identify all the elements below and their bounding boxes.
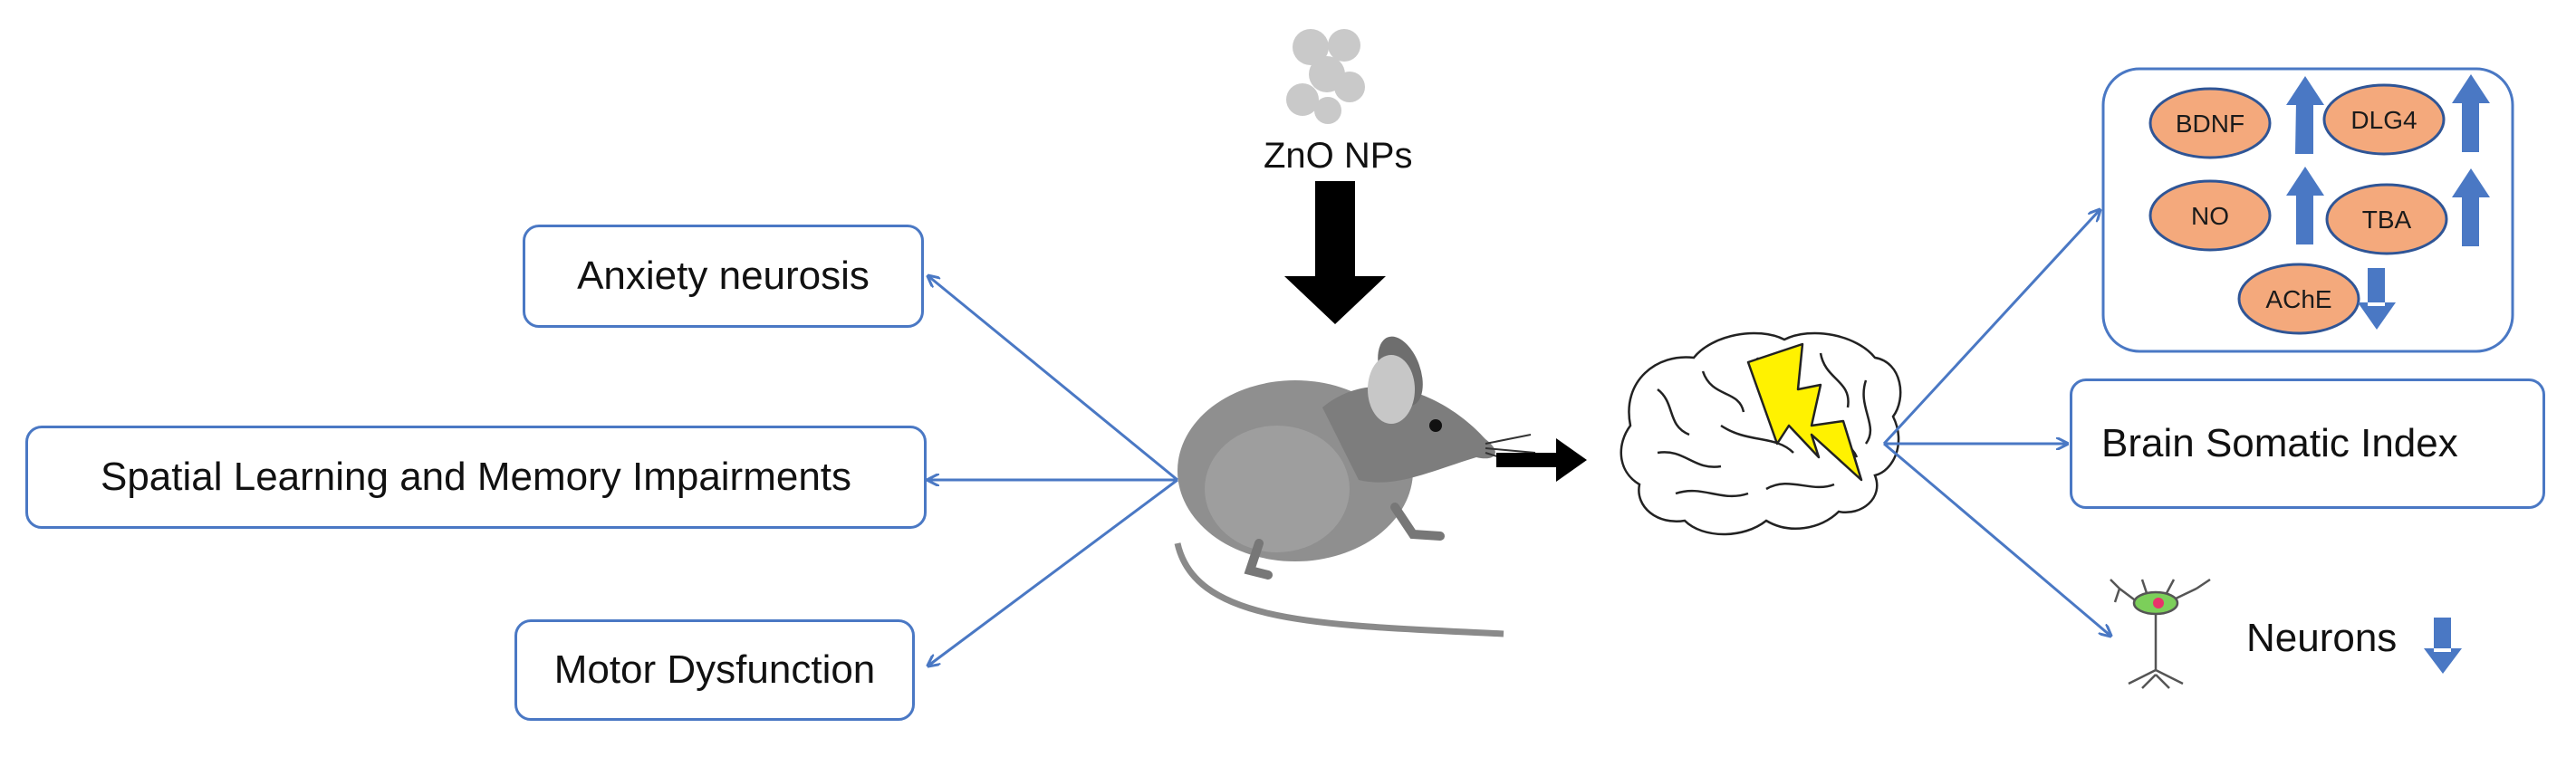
exposure-label: ZnO NPs — [1264, 136, 1413, 176]
arrow-to-motor — [928, 478, 1178, 666]
up-arrow-icon — [2452, 74, 2490, 152]
up-arrow-icon — [2452, 168, 2490, 246]
neurons-label: Neurons — [2246, 616, 2398, 660]
mouse-icon — [1174, 336, 1536, 637]
exposure-arrow — [1284, 181, 1386, 324]
biomarker-bdnf: BDNF — [2148, 76, 2324, 159]
brain-icon — [1620, 331, 1902, 536]
biomarker-label: BDNF — [2176, 110, 2244, 138]
brain-somatic-index-label: Brain Somatic Index — [2101, 421, 2458, 465]
neuron-icon — [2110, 578, 2211, 689]
biomarker-label: NO — [2191, 202, 2229, 230]
up-arrow-icon — [2286, 167, 2324, 244]
biomarker-ache: AChE — [2237, 263, 2396, 335]
effect-label: Spatial Learning and Memory Impairments — [100, 455, 852, 499]
down-arrow-icon — [2424, 618, 2462, 674]
biomarker-label: AChE — [2265, 285, 2331, 313]
effect-box-learning-memory: Spatial Learning and Memory Impairments — [25, 426, 927, 529]
arrow-to-anxiety — [928, 276, 1178, 482]
brain-somatic-index-box: Brain Somatic Index — [2070, 378, 2545, 509]
lightning-icon — [1746, 342, 1863, 482]
down-arrow-icon — [2358, 268, 2396, 330]
effect-label: Anxiety neurosis — [577, 254, 870, 298]
effect-label: Motor Dysfunction — [553, 647, 876, 692]
effect-box-anxiety: Anxiety neurosis — [523, 225, 924, 328]
up-arrow-icon — [2286, 76, 2324, 154]
mouse-to-brain-arrow — [1496, 438, 1587, 482]
biomarker-label: TBA — [2362, 206, 2412, 234]
biomarker-tba: TBA — [2325, 168, 2490, 255]
arrow-to-biomarkers — [1882, 210, 2100, 446]
biomarkers-box — [2101, 67, 2514, 353]
arrow-to-neurons — [1883, 442, 2110, 636]
biomarker-no: NO — [2148, 167, 2324, 252]
biomarker-label: DLG4 — [2350, 106, 2417, 134]
biomarker-dlg4: DLG4 — [2322, 74, 2490, 156]
effect-box-motor: Motor Dysfunction — [514, 619, 915, 721]
nanoparticle-cluster-icon — [1286, 29, 1365, 124]
